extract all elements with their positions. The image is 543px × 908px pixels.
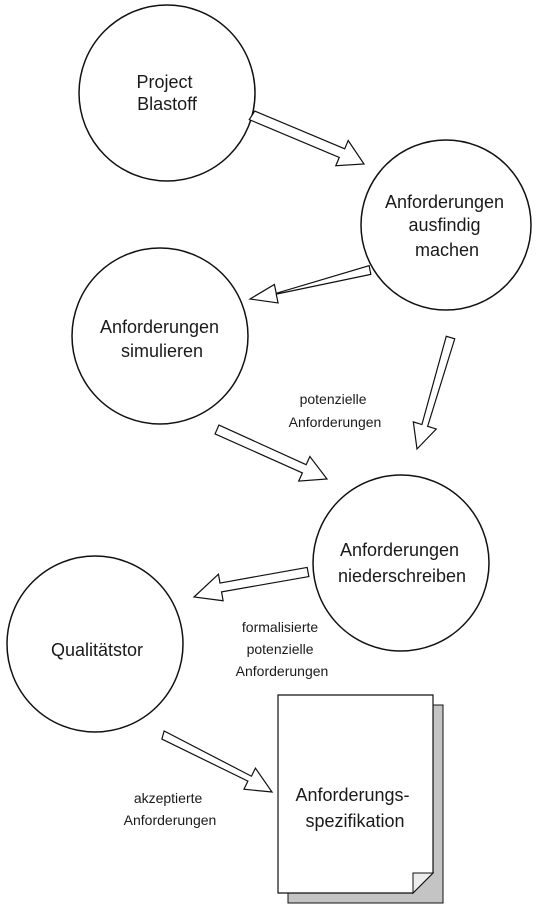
node-project-blastoff-label: Project Blastoff <box>136 72 197 114</box>
node-qualitaetstor-label: Qualitätstor <box>51 640 143 660</box>
node-anforderungen-simulieren-circle <box>71 247 249 425</box>
arrow-niederschreiben-to-qualitaetstor <box>192 566 310 602</box>
document-specification-label: Anforderungs- spezifikation <box>295 785 414 831</box>
node-project-blastoff-line-2: Blastoff <box>137 94 198 114</box>
node-anforderungen-niederschreiben-line-2: niederschreiben <box>338 566 466 586</box>
node-anforderungen-simulieren-label: Anforderungen simulieren <box>100 317 224 361</box>
node-anforderungen-ausfindig-line-2: ausfindig <box>408 215 480 235</box>
node-anforderungen-ausfindig-circle <box>360 139 532 311</box>
edge-label-formalisierte-line-3: Anforderungen <box>236 663 329 679</box>
node-anforderungen-simulieren-line-2: simulieren <box>121 341 203 361</box>
edge-label-potenzielle-line-2: Anforderungen <box>289 414 382 430</box>
node-anforderungen-ausfindig-line-1: Anforderungen <box>385 192 504 212</box>
node-anforderungen-niederschreiben-circle <box>312 474 490 652</box>
document-specification-line-2: spezifikation <box>305 811 404 831</box>
node-qualitaetstor-line-1: Qualitätstor <box>51 640 143 660</box>
node-anforderungen-niederschreiben-label: Anforderungen niederschreiben <box>338 540 466 586</box>
edge-label-formalisierte-line-2: potenzielle <box>247 641 314 657</box>
arrow-qualitaetstor-to-spezifikation <box>161 730 274 793</box>
node-project-blastoff-circle <box>78 4 256 182</box>
edge-label-potenzielle-anforderungen: potenzielle Anforderungen <box>289 391 382 430</box>
specification-document <box>277 694 444 904</box>
document-folded-corner <box>412 872 435 895</box>
edge-label-formalisierte-anforderungen: formalisierte potenzielle Anforderungen <box>236 619 329 679</box>
node-anforderungen-simulieren-line-1: Anforderungen <box>100 317 219 337</box>
edge-label-akzeptierte-anforderungen: akzeptierte Anforderungen <box>124 790 217 828</box>
node-anforderungen-ausfindig-label: Anforderungen ausfindig machen <box>385 192 509 260</box>
node-qualitaetstor-circle <box>6 555 184 733</box>
document-specification-line-1: Anforderungs- <box>295 785 409 805</box>
arrow-simulieren-to-niederschreiben <box>214 424 329 482</box>
arrow-ausfindig-to-niederschreiben <box>412 335 456 451</box>
node-anforderungen-niederschreiben-line-1: Anforderungen <box>340 540 459 560</box>
edge-label-akzeptierte-line-2: Anforderungen <box>124 812 217 828</box>
node-project-blastoff-line-1: Project <box>136 72 192 92</box>
arrow-ausfindig-to-simulieren <box>248 264 372 304</box>
edge-label-formalisierte-line-1: formalisierte <box>242 619 318 635</box>
edge-label-potenzielle-line-1: potenzielle <box>300 391 367 407</box>
node-anforderungen-ausfindig-line-3: machen <box>415 240 479 260</box>
arrow-blastoff-to-ausfindig <box>248 110 366 167</box>
edge-label-akzeptierte-line-1: akzeptierte <box>134 790 203 806</box>
